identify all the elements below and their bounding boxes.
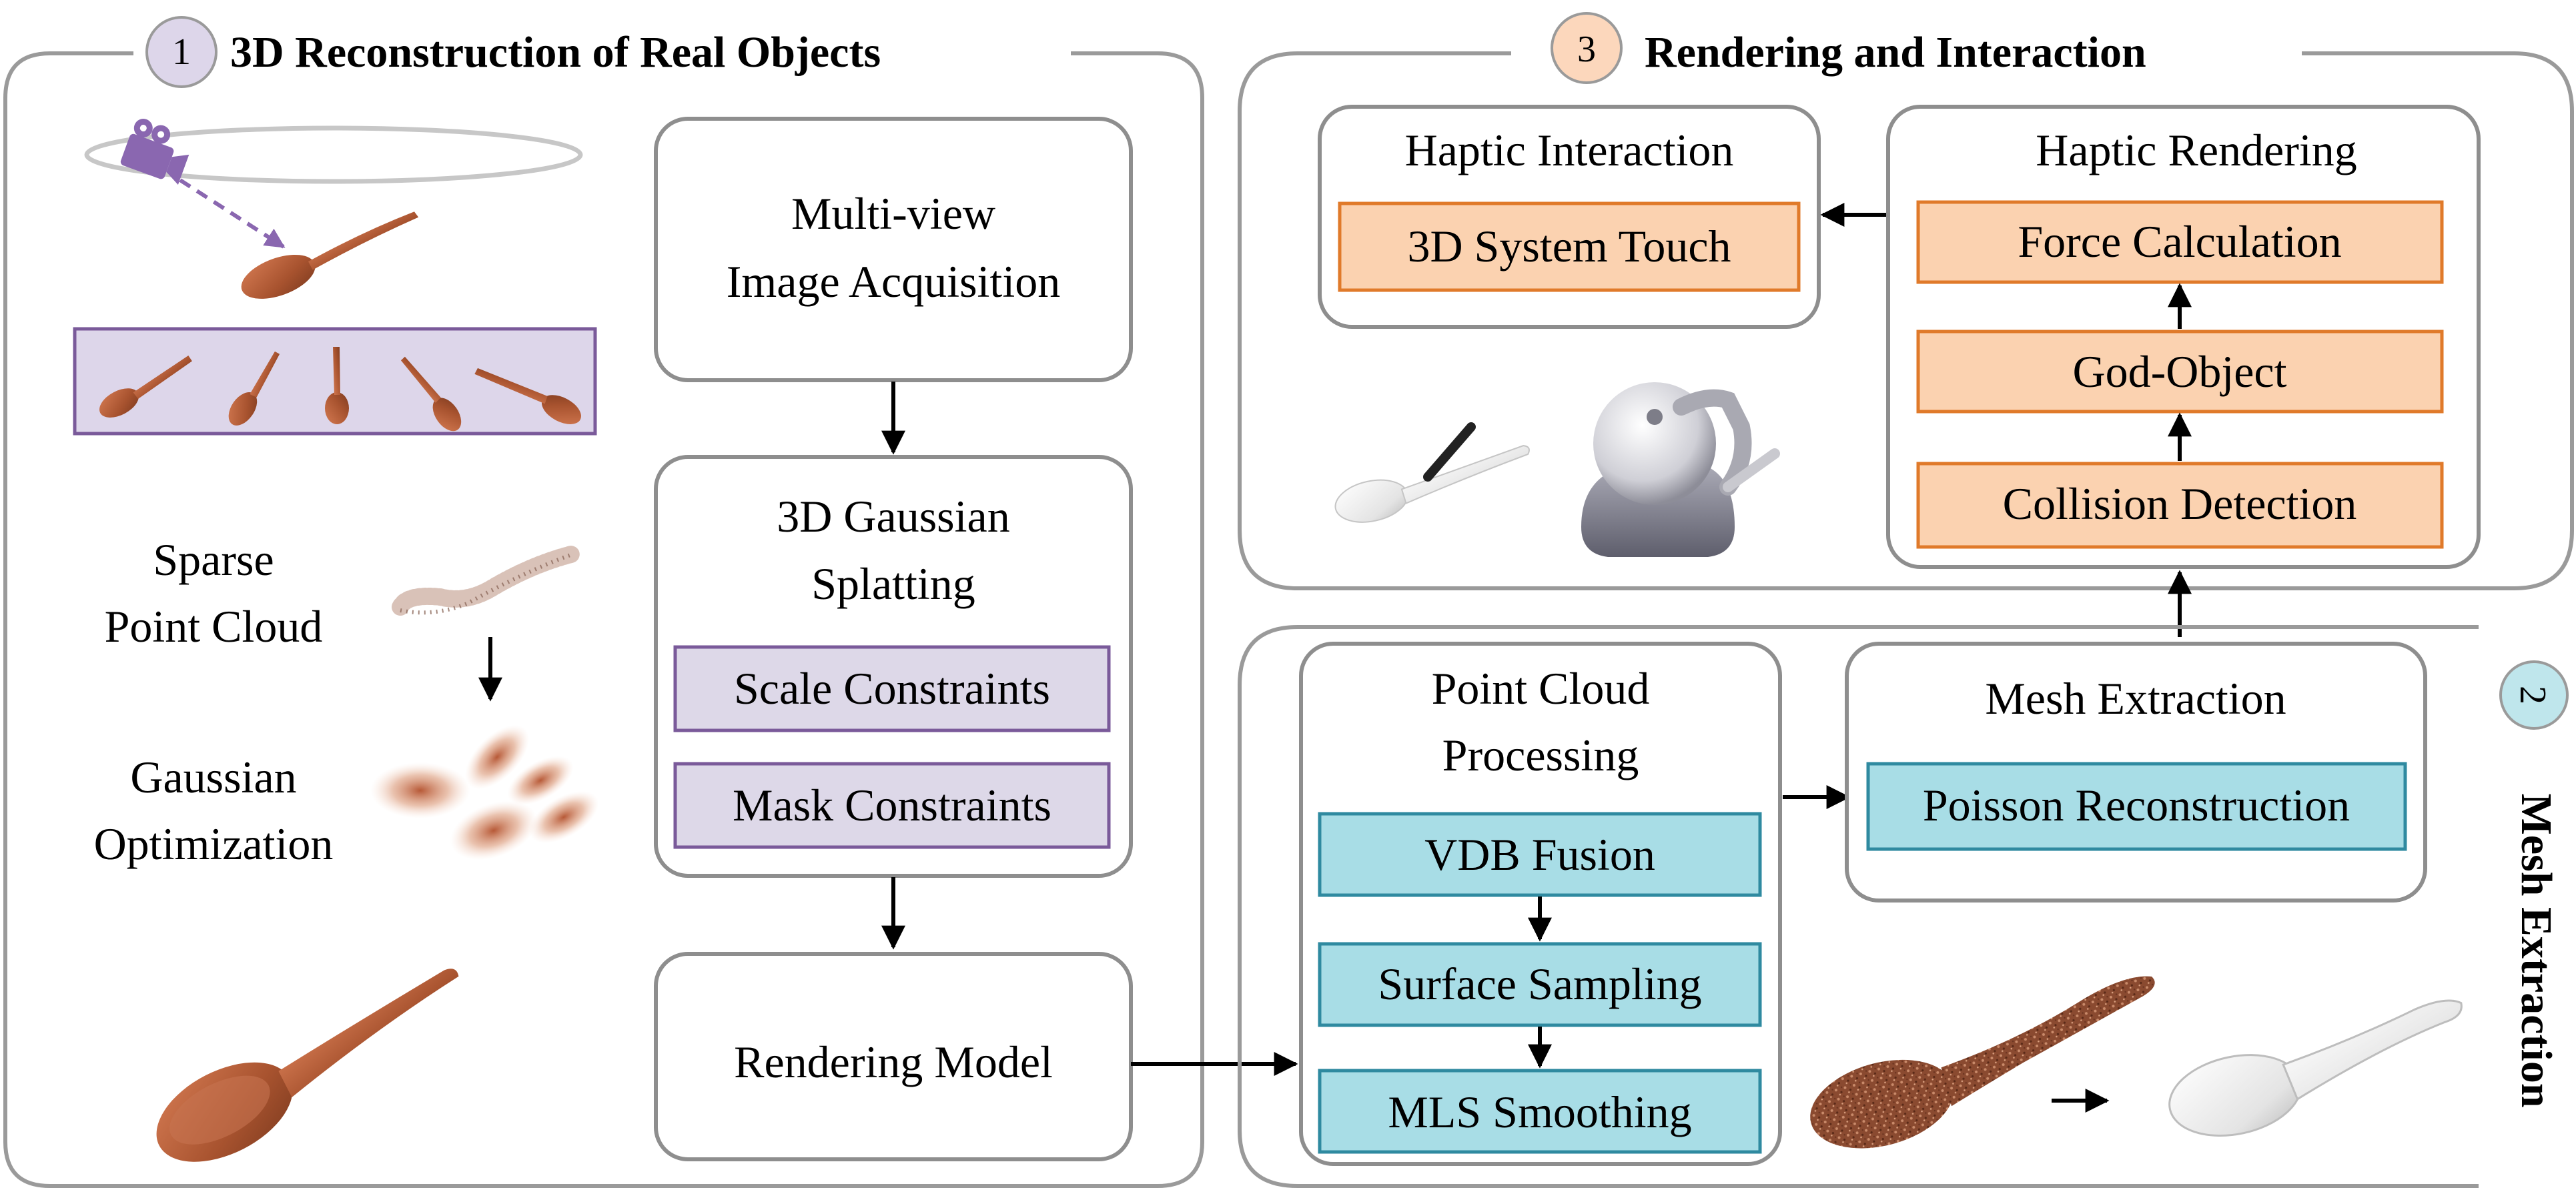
mask-constraints-label: Mask Constraints bbox=[733, 780, 1051, 830]
multiview-strip bbox=[73, 327, 597, 436]
section-3-badge-circle bbox=[1551, 12, 1623, 84]
scale-constraints-chip bbox=[673, 645, 1111, 732]
view-spoon-4 bbox=[400, 356, 462, 432]
probe-spoon-image bbox=[1334, 422, 1530, 523]
view-spoon-1 bbox=[99, 356, 192, 418]
camera-orbit-illustration bbox=[84, 119, 583, 299]
acquisition-line-1: Multi-view bbox=[791, 188, 995, 239]
spoon-top-icon bbox=[241, 211, 419, 299]
mesh-extraction-box: Mesh Extraction Poisson Reconstruction bbox=[1845, 642, 2427, 903]
pcp-line-2: Processing bbox=[1442, 730, 1639, 780]
haptic-device-image bbox=[1581, 382, 1780, 557]
poisson-label: Poisson Reconstruction bbox=[1923, 780, 2350, 830]
gs-line-1: 3D Gaussian bbox=[777, 491, 1009, 542]
collision-detection-label: Collision Detection bbox=[2003, 478, 2357, 529]
gaussian-label-1: Gaussian bbox=[130, 752, 296, 802]
view-spoon-5 bbox=[474, 368, 581, 424]
rendered-spoon-image bbox=[156, 969, 459, 1162]
mesh-extraction-title: Mesh Extraction bbox=[1985, 673, 2286, 724]
section-2-panel bbox=[1238, 625, 2479, 1188]
gaussian-splatting-box: 3D Gaussian Splatting Scale Constraints … bbox=[654, 455, 1133, 878]
view-spoon-2 bbox=[228, 351, 280, 426]
orbit-ellipse bbox=[84, 125, 583, 184]
haptic-rendering-box: Haptic Rendering Force Calculation God-O… bbox=[1886, 105, 2481, 569]
section-1-badge: 1 bbox=[145, 16, 218, 88]
view-spoon-3 bbox=[325, 347, 349, 424]
section-2-badge: 2 bbox=[2499, 660, 2569, 730]
system-touch-label: 3D System Touch bbox=[1407, 221, 1731, 271]
god-object-chip bbox=[1916, 330, 2444, 414]
gaussian-label-2: Optimization bbox=[94, 818, 334, 869]
haptic-rendering-title: Haptic Rendering bbox=[2036, 125, 2357, 175]
section-3-badge: 3 bbox=[1551, 12, 1623, 84]
mesh-spoon-image bbox=[2168, 999, 2463, 1137]
point-cloud-spoon-image bbox=[1810, 976, 2155, 1149]
camera-view-arrow bbox=[179, 178, 286, 249]
section-1-border bbox=[3, 51, 1204, 1188]
gs-line-2: Splatting bbox=[811, 558, 975, 609]
sparse-label-1: Sparse bbox=[153, 534, 274, 585]
collision-detection-chip bbox=[1916, 462, 2444, 549]
gaussian-blobs-image bbox=[370, 724, 599, 860]
section-2-number: 2 bbox=[2512, 686, 2553, 704]
haptic-stylus bbox=[1423, 422, 1476, 482]
rendering-model-box: Rendering Model bbox=[654, 952, 1133, 1161]
sparse-point-cloud-image bbox=[392, 545, 582, 616]
section-1-number: 1 bbox=[172, 31, 191, 73]
scale-constraints-label: Scale Constraints bbox=[734, 663, 1050, 714]
section-3-panel bbox=[1238, 51, 2574, 590]
pcp-line-1: Point Cloud bbox=[1432, 663, 1650, 714]
mls-smoothing-label: MLS Smoothing bbox=[1388, 1087, 1691, 1137]
section-2-border bbox=[1238, 625, 2479, 1188]
vdb-fusion-chip bbox=[1318, 812, 1762, 897]
section-2-title: Mesh Extraction bbox=[2512, 793, 2561, 1107]
vdb-fusion-label: VDB Fusion bbox=[1424, 829, 1655, 880]
haptic-interaction-box: Haptic Interaction 3D System Touch bbox=[1318, 105, 1821, 329]
force-calculation-label: Force Calculation bbox=[2018, 216, 2341, 267]
haptic-interaction-title: Haptic Interaction bbox=[1405, 125, 1734, 175]
acquisition-box: Multi-view Image Acquisition bbox=[654, 117, 1133, 382]
poisson-chip bbox=[1866, 762, 2407, 851]
sparse-label-2: Point Cloud bbox=[105, 601, 323, 652]
section-2-badge-circle bbox=[2499, 660, 2569, 730]
camera-icon bbox=[120, 119, 189, 185]
god-object-label: God-Object bbox=[2072, 346, 2286, 397]
mask-constraints-chip bbox=[673, 762, 1111, 849]
surface-sampling-chip bbox=[1318, 942, 1762, 1027]
section-3-border bbox=[1238, 51, 2574, 590]
section-1-badge-circle bbox=[145, 16, 218, 88]
section-1-title: 3D Reconstruction of Real Objects bbox=[230, 28, 881, 77]
acquisition-line-2: Image Acquisition bbox=[727, 256, 1060, 307]
mls-smoothing-chip bbox=[1318, 1069, 1762, 1154]
surface-sampling-label: Surface Sampling bbox=[1378, 959, 1701, 1009]
force-calculation-chip bbox=[1916, 200, 2444, 284]
rendering-model-label: Rendering Model bbox=[734, 1037, 1053, 1087]
section-1-panel bbox=[3, 51, 1204, 1188]
system-touch-chip bbox=[1338, 201, 1801, 292]
section-3-title: Rendering and Interaction bbox=[1645, 28, 2146, 77]
section-3-number: 3 bbox=[1577, 29, 1596, 70]
